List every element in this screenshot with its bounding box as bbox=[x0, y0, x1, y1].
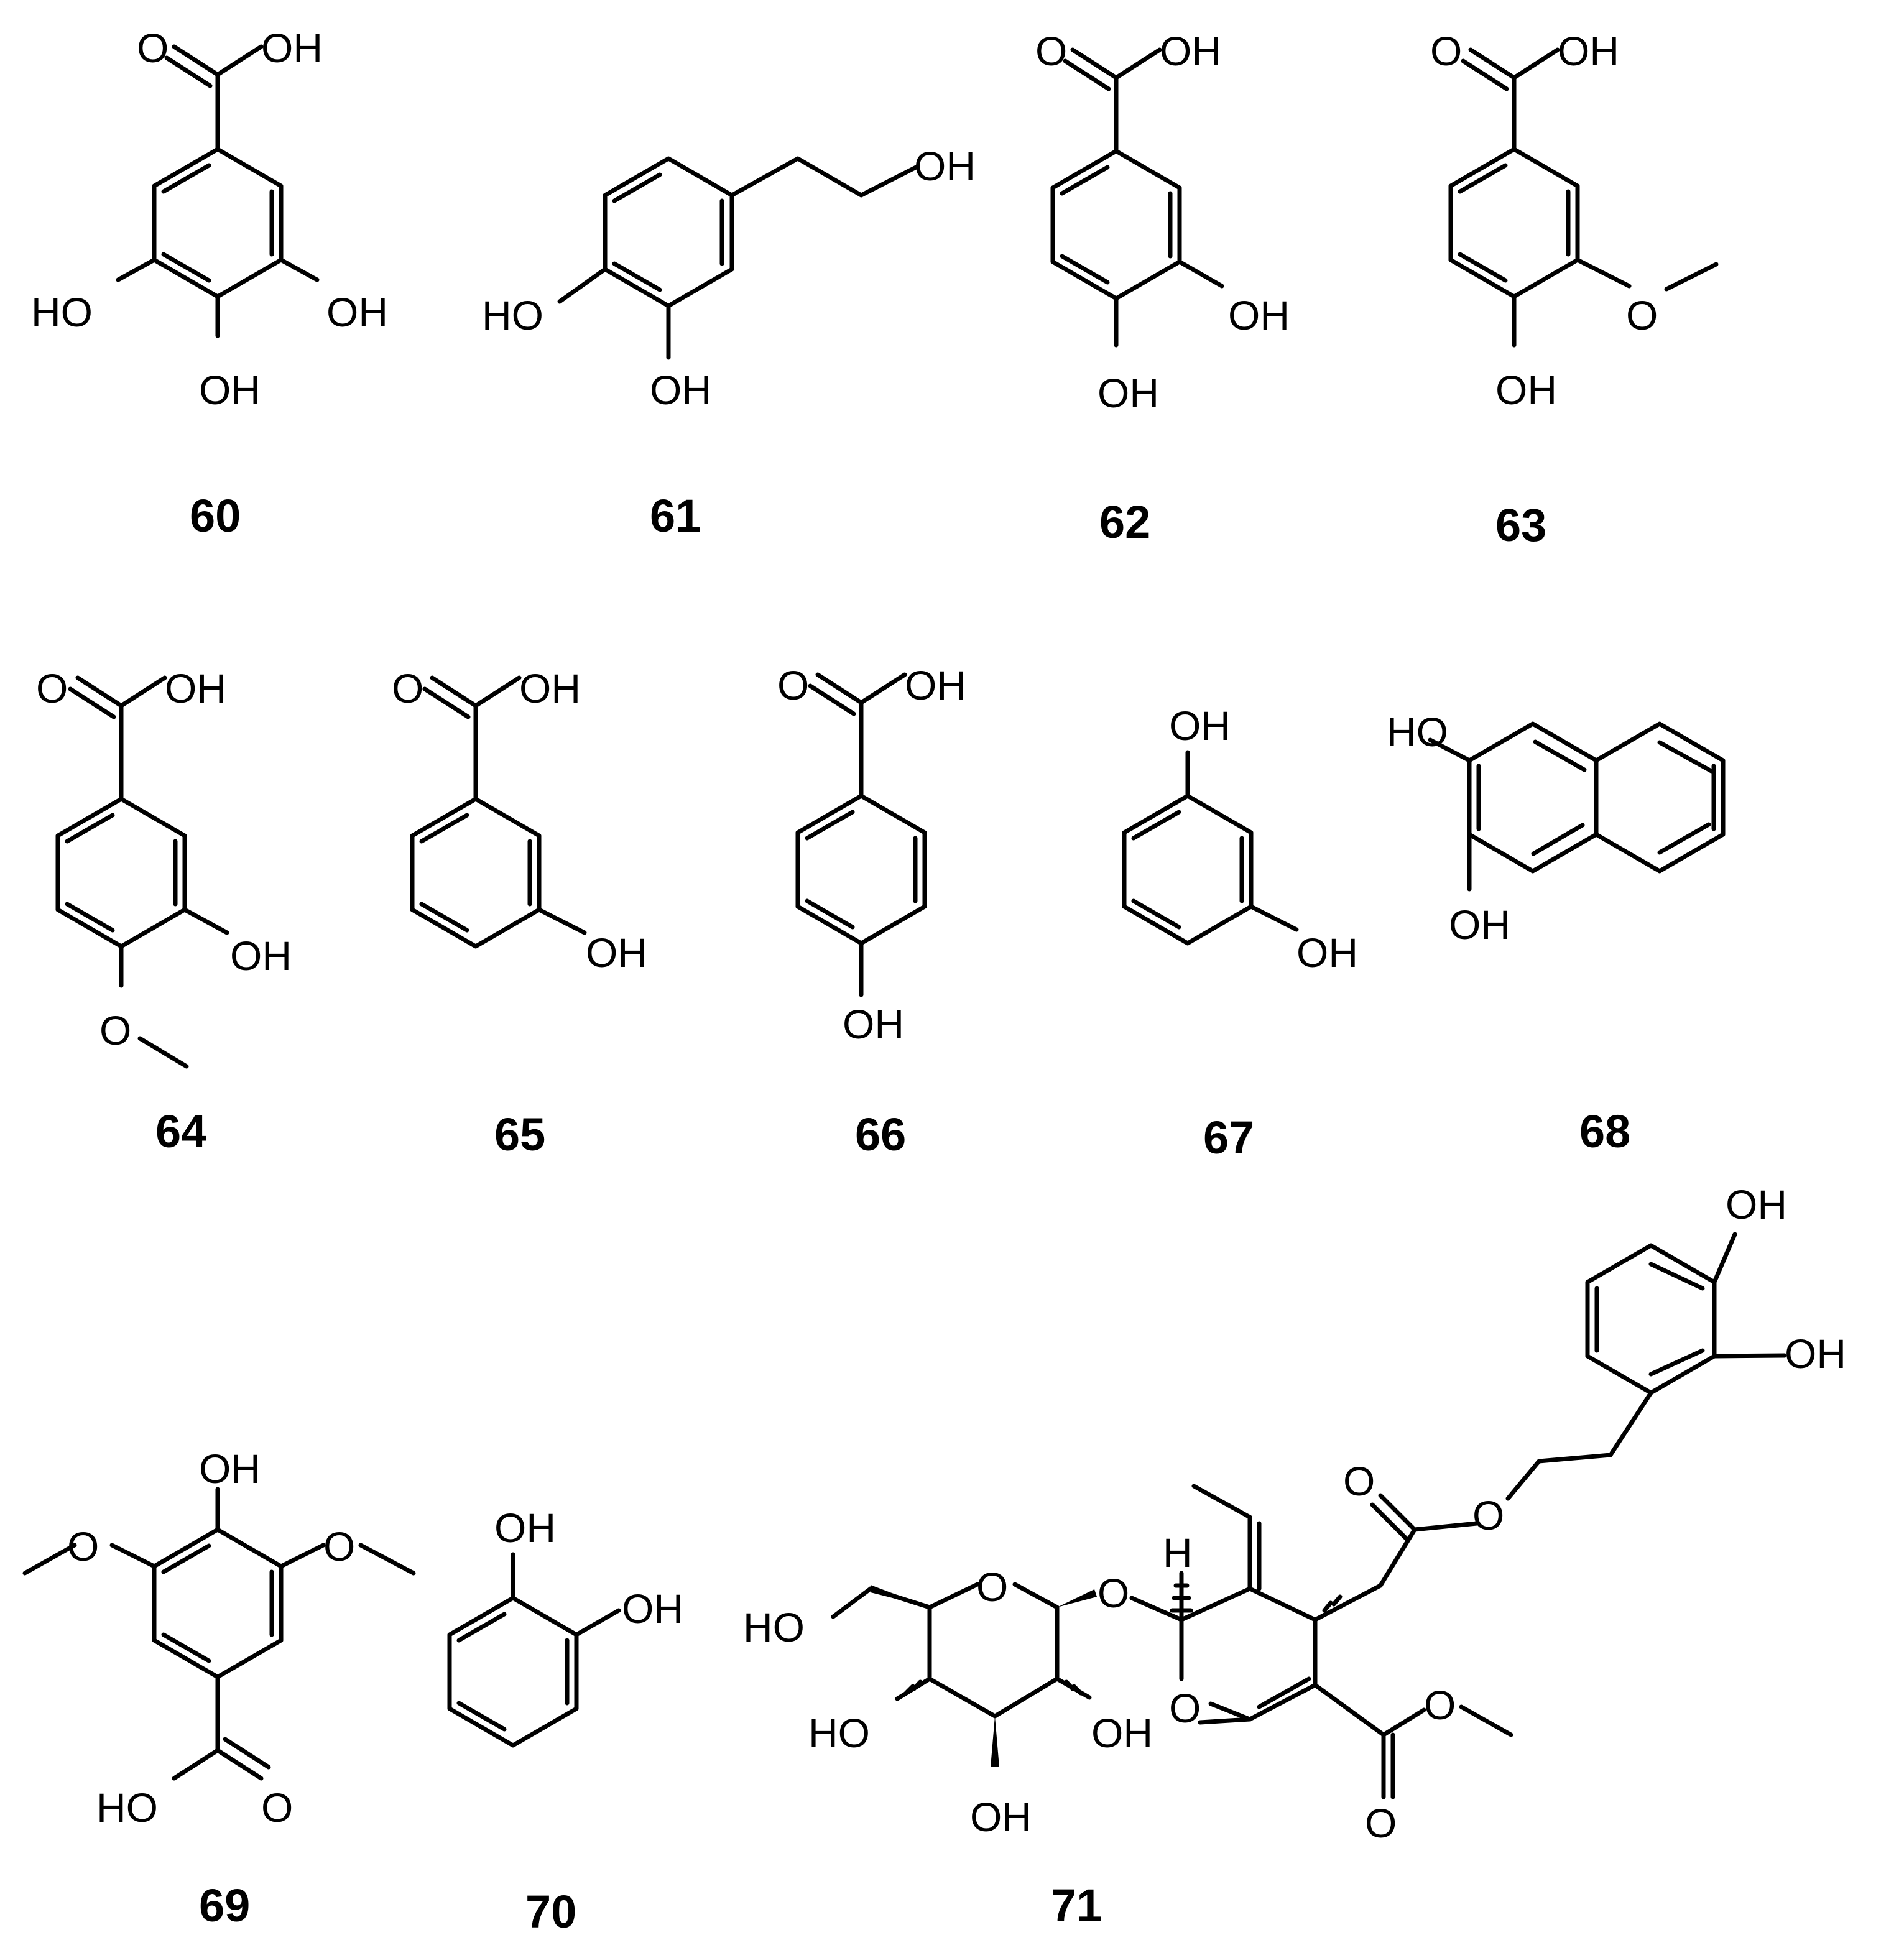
atom-label: OH bbox=[1558, 28, 1619, 74]
compound-number: 62 bbox=[1099, 496, 1150, 548]
atom-label: OH bbox=[843, 1001, 904, 1047]
atom-label: OH bbox=[650, 367, 711, 413]
atom-label: O bbox=[67, 1523, 99, 1569]
compound-number: 67 bbox=[1203, 1112, 1254, 1163]
structure-compound-67: OH OH 67 bbox=[1122, 703, 1358, 1163]
atom-label: OH bbox=[1785, 1331, 1846, 1377]
compound-number: 65 bbox=[494, 1109, 545, 1160]
atom-label: OH bbox=[1296, 930, 1358, 976]
atom-label: O bbox=[99, 1007, 131, 1053]
atom-label: O bbox=[36, 665, 68, 711]
atom-label: O bbox=[1430, 28, 1462, 74]
compound-number: 60 bbox=[190, 490, 241, 542]
atom-label: OH bbox=[165, 665, 226, 711]
atom-label: HO bbox=[743, 1604, 805, 1650]
structure-compound-65: O OH OH 65 bbox=[392, 665, 647, 1160]
atom-label: O bbox=[1035, 28, 1067, 74]
structure-compound-62: O OH OH OH 62 bbox=[1035, 28, 1290, 548]
compound-number: 69 bbox=[199, 1880, 250, 1931]
atom-label: OH bbox=[905, 662, 966, 708]
compound-number: 64 bbox=[155, 1106, 206, 1157]
atom-label: OH bbox=[1726, 1181, 1787, 1227]
atom-label: OH bbox=[1091, 1710, 1153, 1756]
compound-number: 68 bbox=[1579, 1106, 1630, 1157]
atom-label: OH bbox=[1495, 367, 1557, 413]
atom-label: O bbox=[1365, 1800, 1397, 1846]
compound-number: 70 bbox=[525, 1886, 576, 1938]
atom-label: OH bbox=[586, 930, 647, 976]
atom-label: O bbox=[1626, 292, 1658, 338]
compound-number: 63 bbox=[1495, 499, 1546, 551]
atom-label: O bbox=[1343, 1458, 1375, 1504]
compound-number: 61 bbox=[650, 490, 701, 542]
atom-label: O bbox=[137, 25, 169, 71]
structure-compound-63: O OH O OH 63 bbox=[1430, 28, 1719, 551]
atom-label: OH bbox=[261, 25, 323, 71]
atom-label: OH bbox=[914, 143, 976, 189]
atom-label: HO bbox=[808, 1710, 870, 1756]
structure-compound-64: O OH OH O 64 bbox=[36, 665, 292, 1157]
atom-label: OH bbox=[199, 367, 261, 413]
structure-compound-68: HO OH 68 bbox=[1387, 709, 1726, 1157]
compound-number: 71 bbox=[1051, 1880, 1102, 1931]
atom-label: O bbox=[392, 665, 423, 711]
atom-label: OH bbox=[1449, 902, 1510, 948]
atom-label: H bbox=[1163, 1530, 1193, 1576]
atom-label: OH bbox=[1098, 370, 1159, 416]
atom-label: HO bbox=[96, 1785, 158, 1831]
structure-compound-70: OH OH 70 bbox=[447, 1505, 683, 1938]
atom-label: OH bbox=[326, 289, 388, 335]
atom-label: O bbox=[1098, 1570, 1129, 1616]
atom-label: OH bbox=[1228, 292, 1290, 338]
atom-label: OH bbox=[519, 665, 581, 711]
atom-label: OH bbox=[622, 1586, 683, 1632]
atom-label: OH bbox=[230, 933, 292, 979]
atom-label: OH bbox=[1169, 703, 1231, 749]
structure-compound-61: OH HO OH 61 bbox=[482, 143, 976, 542]
structure-compound-60: O OH HO OH OH 60 bbox=[31, 25, 388, 542]
atom-label: O bbox=[261, 1785, 293, 1831]
atom-label: OH bbox=[199, 1446, 261, 1492]
atom-label: O bbox=[323, 1523, 355, 1569]
atom-label: HO bbox=[31, 289, 93, 335]
atom-label: OH bbox=[1160, 28, 1221, 74]
atom-label: O bbox=[1472, 1492, 1504, 1538]
atom-label: O bbox=[1424, 1682, 1456, 1728]
atom-label: OH bbox=[494, 1505, 556, 1551]
structure-compound-69: OH O O HO O 69 bbox=[22, 1446, 416, 1931]
atom-label: HO bbox=[482, 292, 543, 338]
atom-label: HO bbox=[1387, 709, 1448, 755]
compound-number: 66 bbox=[855, 1109, 906, 1160]
atom-label: O bbox=[777, 662, 809, 708]
atom-label: OH bbox=[970, 1794, 1032, 1840]
atom-label: O bbox=[976, 1564, 1008, 1610]
structure-compound-71: O O HO HO OH OH H O O O O O OH OH 71 bbox=[743, 1181, 1846, 1931]
atom-label: O bbox=[1169, 1685, 1201, 1731]
structure-compound-66: O OH OH 66 bbox=[777, 662, 966, 1160]
